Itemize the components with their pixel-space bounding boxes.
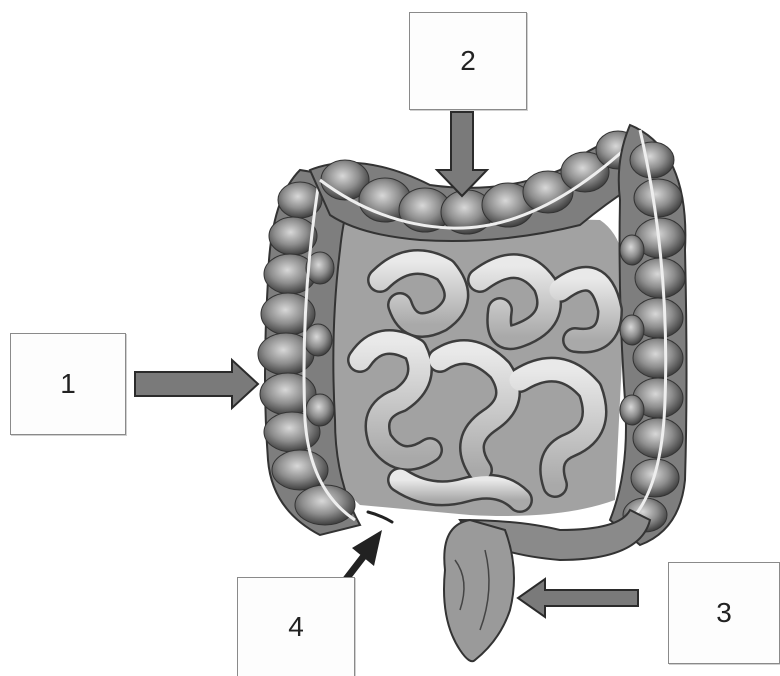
arrow-1-icon <box>135 360 258 408</box>
label-2-text: 2 <box>460 45 476 77</box>
label-box-1: 1 <box>10 333 126 435</box>
descending-colon <box>610 125 687 545</box>
appendix <box>368 512 392 522</box>
rectum <box>444 520 514 661</box>
label-4-text: 4 <box>288 611 304 643</box>
label-box-2: 2 <box>409 12 527 110</box>
arrow-3-icon <box>518 579 638 617</box>
label-3-text: 3 <box>716 597 732 629</box>
label-1-text: 1 <box>60 368 76 400</box>
arrow-2-icon <box>437 112 487 196</box>
label-box-3: 3 <box>668 562 780 664</box>
label-box-4: 4 <box>237 577 355 676</box>
